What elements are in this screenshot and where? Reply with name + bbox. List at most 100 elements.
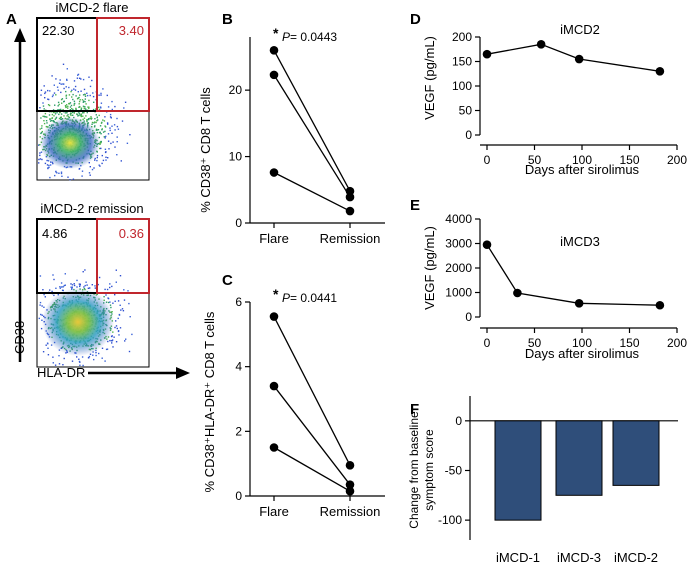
flow-top-dot: [105, 156, 107, 158]
flow-top-dot: [72, 98, 74, 101]
flow-top-dot: [39, 128, 41, 130]
flow-bottom-dot: [38, 317, 40, 320]
f-x-tick-label: iMCD-2: [614, 550, 658, 565]
flow-top-dot: [111, 108, 113, 111]
b-y-tick-label: 0: [235, 216, 242, 230]
flow-top-dot: [80, 107, 83, 109]
flow-bottom-dot: [118, 314, 121, 316]
flow-top-dot: [56, 86, 59, 88]
flow-top-dot: [57, 101, 60, 104]
flow-top-dot: [62, 63, 65, 65]
flow-bottom-title: iMCD-2 remission: [40, 201, 143, 216]
flow-top-dot: [44, 97, 46, 99]
flow-top-dot: [66, 112, 68, 114]
flow-top-left-value: 22.30: [42, 23, 75, 38]
flow-bottom-dot: [101, 357, 103, 359]
flow-bottom-dot: [42, 289, 44, 291]
flow-top-dot: [99, 165, 101, 167]
flow-bottom-dot: [115, 269, 117, 271]
flow-top-dot: [107, 157, 109, 159]
flow-top-dot: [97, 129, 100, 131]
flow-top-dot: [96, 156, 98, 159]
flow-top-dot: [74, 85, 77, 88]
flow-top-dot: [61, 175, 63, 177]
flow-bottom-dot: [52, 356, 54, 358]
flow-bottom-dot: [93, 358, 95, 361]
flow-top-dot: [106, 94, 108, 97]
flow-top-dot: [123, 107, 125, 109]
flow-bottom-dot: [84, 269, 86, 271]
flow-bottom-dot: [76, 279, 78, 282]
flow-top-dot: [73, 100, 76, 102]
panel-b: B * P = 0.0443 % CD38⁺ CD8 T cells 01020…: [198, 11, 385, 246]
flow-top-dot: [99, 131, 101, 133]
flow-top-dot: [110, 142, 112, 145]
flow-top-dot: [89, 117, 91, 120]
flow-top-dot: [79, 77, 81, 79]
flow-top-dot: [84, 95, 87, 97]
flow-top-dot: [80, 90, 82, 92]
flow-bottom-dot: [82, 364, 84, 367]
flow-top-dot: [46, 164, 49, 166]
flow-top-dot: [108, 148, 110, 150]
flow-bottom-right-value: 0.36: [119, 226, 144, 241]
flow-top-dot: [75, 107, 77, 110]
flow-top-dot: [72, 93, 74, 96]
flow-top-dot: [94, 125, 96, 127]
flow-top-dot: [95, 108, 97, 110]
flow-top-dot: [49, 164, 52, 166]
flow-bottom-dot: [43, 293, 45, 296]
c-y-tick-label: 4: [235, 360, 242, 374]
flow-top-dot: [83, 88, 86, 91]
panel-label-b: B: [222, 11, 233, 28]
flow-bottom-dot: [62, 289, 64, 292]
flow-top-dot: [78, 112, 80, 114]
d-y-axis-label: VEGF (pg/mL): [422, 36, 437, 120]
flow-bottom-dot: [85, 281, 87, 283]
flow-bottom-dot: [109, 301, 111, 303]
flow-top-dot: [38, 162, 40, 164]
b-point: [269, 70, 279, 80]
flow-bottom-dot: [73, 284, 76, 287]
flow-top-dot: [58, 117, 61, 120]
flow-bottom-dot: [127, 290, 129, 292]
flow-top-dot: [65, 95, 67, 97]
d-point: [655, 67, 665, 76]
flow-top-dot: [68, 86, 70, 89]
flow-top-dot: [100, 140, 102, 143]
flow-bottom-dot: [76, 286, 78, 288]
b-annotation-star: *: [273, 25, 279, 41]
flow-top-dot: [58, 172, 60, 174]
flow-top-dot: [79, 99, 81, 101]
flow-bottom-dot: [113, 336, 115, 338]
e-x-axis-label: Days after sirolimus: [525, 346, 640, 361]
d-point: [574, 54, 584, 64]
flow-top-dot: [55, 94, 57, 96]
flow-top-dot: [69, 113, 72, 115]
flow-top-dot: [46, 116, 48, 118]
flow-top-dot: [42, 105, 45, 107]
flow-top-dot: [96, 120, 98, 122]
flow-top-dot: [64, 112, 67, 114]
d-series-line: [486, 43, 660, 72]
flow-bottom-dot: [104, 288, 106, 291]
flow-bottom-dot: [40, 327, 43, 330]
flow-bottom-dot: [84, 284, 86, 287]
flow-top-dot: [85, 115, 87, 117]
flow-top-dot: [114, 146, 116, 148]
d-y-tick-label: 0: [465, 128, 472, 142]
flow-top-dot: [45, 120, 48, 122]
flow-top-gate-right: [96, 17, 150, 112]
panel-label-f: F: [410, 401, 419, 418]
flow-top-dot: [116, 154, 118, 156]
flow-top-dot: [78, 96, 80, 99]
flow-top-dot: [45, 125, 48, 128]
panel-c: C * P = 0.0441 % CD38⁺HLA-DR⁺ CD8 T cell…: [202, 272, 385, 519]
flow-top-dot: [96, 116, 98, 118]
flow-top-dot: [56, 172, 58, 174]
flow-top-dot: [89, 85, 92, 88]
flow-top-dot: [102, 159, 105, 162]
flow-top-dot: [101, 128, 103, 130]
flow-bottom-dot: [128, 350, 131, 353]
